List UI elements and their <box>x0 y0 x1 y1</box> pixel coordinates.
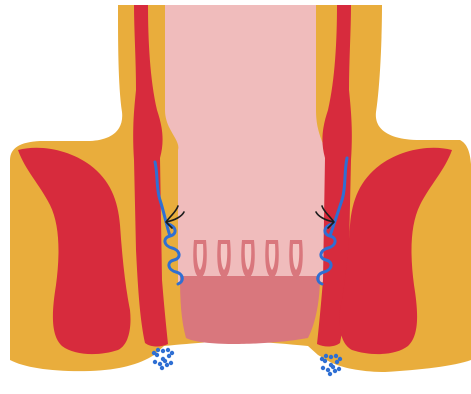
cluster-dot <box>152 351 156 355</box>
cluster-dot <box>166 348 170 352</box>
cluster-dot <box>158 362 162 366</box>
cluster-dot <box>321 366 325 370</box>
cluster-dot <box>153 360 157 364</box>
cluster-dot <box>328 372 332 376</box>
cluster-dot <box>169 361 173 365</box>
anal-canal <box>180 276 320 344</box>
cluster-dot <box>170 351 174 355</box>
cluster-dot <box>324 354 328 358</box>
cluster-dot <box>156 348 160 352</box>
cluster-dot <box>165 363 169 367</box>
cluster-dot <box>326 368 330 372</box>
cluster-dot <box>163 359 167 363</box>
cluster-dot <box>337 367 341 371</box>
cluster-dot <box>334 354 338 358</box>
cluster-dot <box>333 369 337 373</box>
cluster-dot <box>160 366 164 370</box>
cluster-dot <box>338 357 342 361</box>
cluster-dot <box>320 357 324 361</box>
cluster-dot <box>329 355 333 359</box>
cluster-dot <box>161 349 165 353</box>
cluster-dot <box>331 365 335 369</box>
